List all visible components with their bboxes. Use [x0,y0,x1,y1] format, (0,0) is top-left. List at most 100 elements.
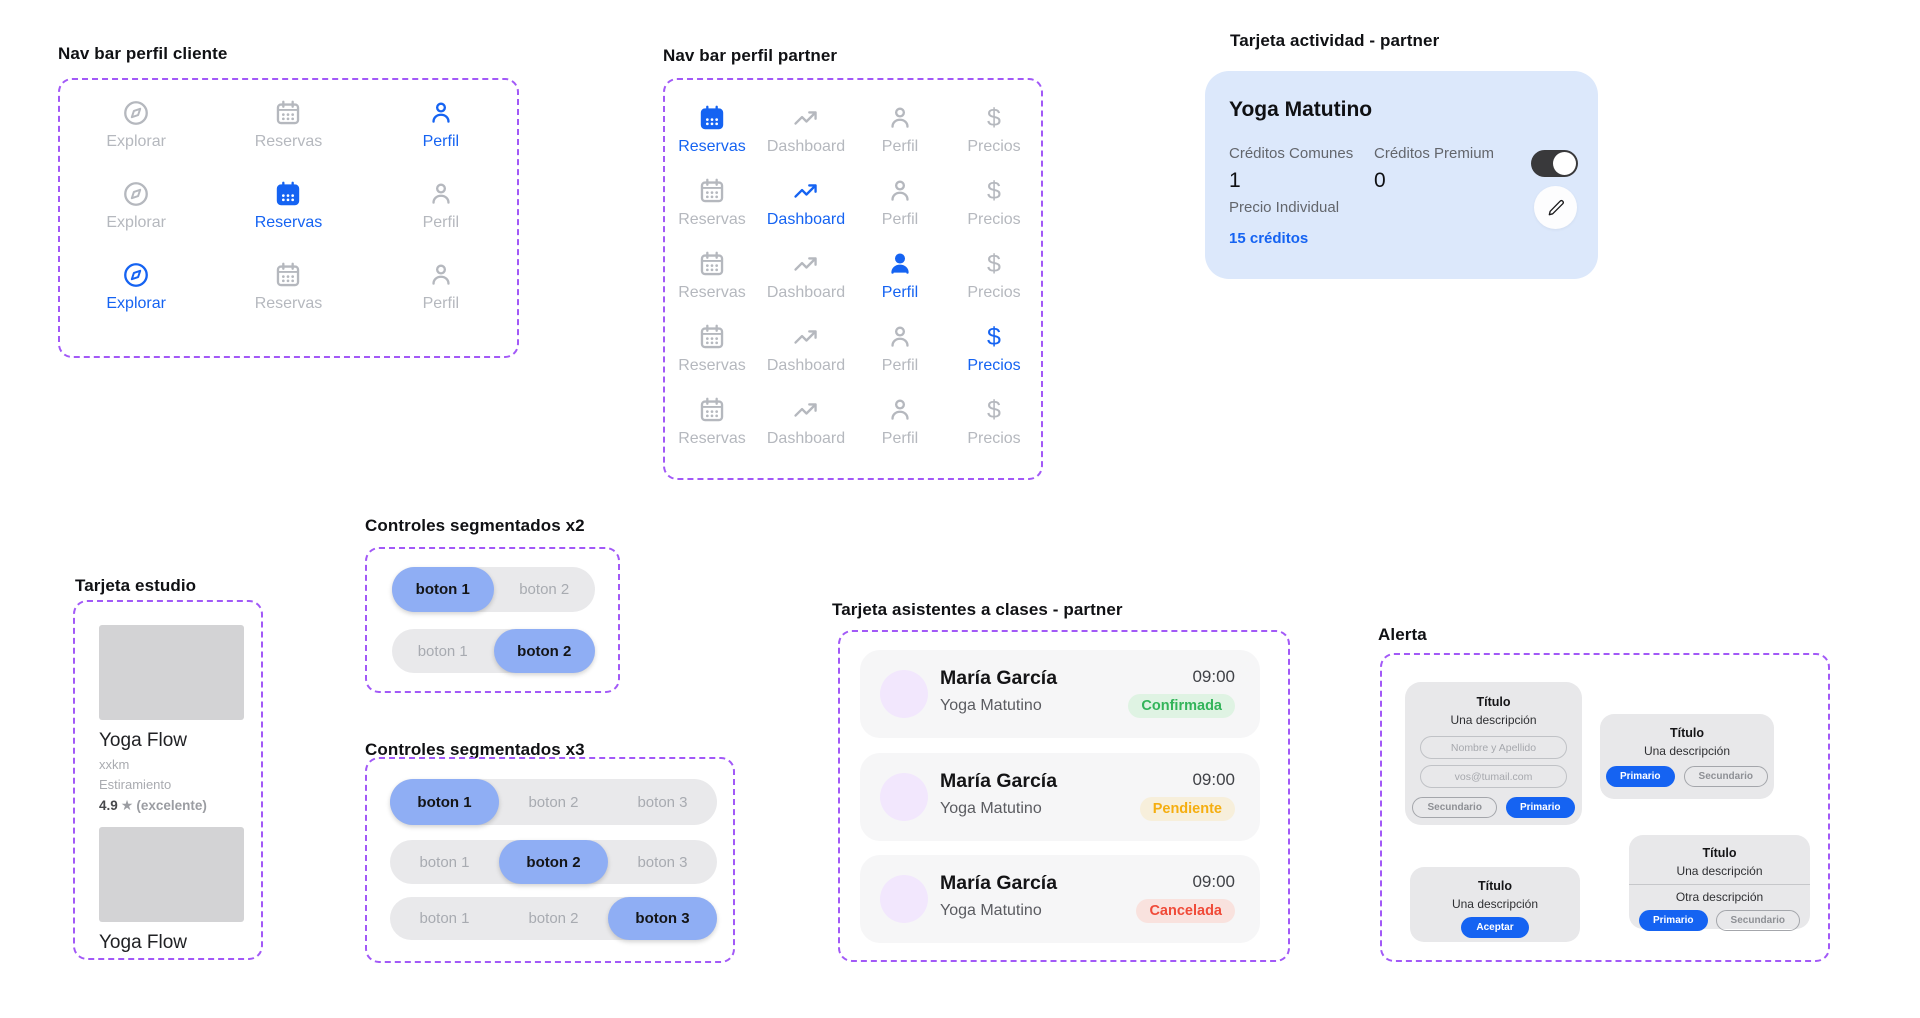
edit-button[interactable] [1534,186,1577,229]
calendar-icon [274,261,302,289]
secondary-button[interactable]: Secundario [1412,797,1497,818]
nav-item-label: Dashboard [766,138,846,156]
credits-link[interactable]: 15 créditos [1229,230,1309,247]
nav-item-precios[interactable]: $ Precios [967,250,1020,302]
primary-button[interactable]: Primario [1505,797,1575,818]
primary-button[interactable]: Primario [1605,766,1675,787]
alerts-box: Título Una descripción Secundario Primar… [1380,653,1830,962]
alert-description-2: Otra descripción [1675,890,1764,904]
nav-item-dashboard[interactable]: Dashboard [767,104,845,156]
section-title: Nav bar perfil partner [663,46,838,65]
nav-item-reservas[interactable]: Reservas [678,177,746,229]
segment-button-1[interactable]: boton 1 [419,910,470,927]
nav-item-perfil[interactable]: Perfil [423,180,459,232]
nav-item-label: Reservas [254,295,323,313]
nav-item-label: Perfil [881,356,919,374]
accept-button[interactable]: Aceptar [1461,917,1529,938]
segment-button-1[interactable]: boton 1 [417,642,468,660]
nav-item-dashboard[interactable]: Dashboard [767,323,845,375]
segment-button-3[interactable]: boton 3 [637,853,688,871]
segment-button-2[interactable]: boton 2 [519,581,570,598]
segmented-control: boton 1 boton 2 [392,629,595,673]
activity-card-section: Tarjeta actividad - partner Yoga Matutin… [1205,31,1630,279]
attendee-row[interactable]: María García Yoga Matutino 09:00 Pendien… [860,753,1260,841]
nav-item-dashboard[interactable]: Dashboard [767,396,845,448]
nav-item-reservas[interactable]: Reservas [678,323,746,375]
nav-item-label: Perfil [422,295,460,313]
nav-item-reservas[interactable]: Reservas [678,104,746,156]
nav-item-explorar[interactable]: Explorar [106,180,166,232]
nav-item-reservas[interactable]: Reservas [254,261,323,313]
person-icon [886,323,914,351]
alert-description: Una descripción [1450,713,1537,727]
studio-listing[interactable]: Yoga Flow xxkm Estiramiento 4.9 ★ (excel… [99,625,244,814]
nav-item-explorar[interactable]: Explorar [106,99,166,151]
person-icon [427,261,455,289]
nav-item-perfil[interactable]: Perfil [882,396,918,448]
nav-item-label: Perfil [422,132,460,150]
segment-button-3[interactable]: boton 3 [637,793,688,811]
nav-item-perfil[interactable]: Perfil [882,250,918,302]
nav-item-reservas[interactable]: Reservas [255,99,322,151]
nav-item-reservas[interactable]: Reservas [678,250,746,302]
segment-button-2[interactable]: boton 2 [499,840,608,884]
segment-button-3[interactable]: boton 3 [608,897,717,940]
nav-item-label: Dashboard [766,283,846,301]
name-input[interactable] [1420,736,1567,759]
segmented-control: boton 1 boton 2 boton 3 [390,897,717,940]
attendee-name: María García [940,667,1058,689]
person-icon [427,180,455,208]
nav-item-label: Precios [967,211,1021,229]
nav-item-label: Reservas [678,356,746,374]
studio-distance: xxkm [99,757,130,772]
calendar-icon [698,104,726,132]
nav-item-reservas[interactable]: Reservas [255,180,322,232]
studio-card-box: Yoga Flow xxkm Estiramiento 4.9 ★ (excel… [73,600,263,960]
attendee-row[interactable]: María García Yoga Matutino 09:00 Confirm… [860,650,1260,738]
email-input[interactable] [1420,765,1567,788]
credits-common-value: 1 [1229,169,1241,192]
segment-button-1[interactable]: boton 1 [390,779,499,825]
nav-item-label: Precios [967,429,1021,447]
nav-item-reservas[interactable]: Reservas [678,396,746,448]
nav-item-precios[interactable]: $ Precios [967,396,1020,448]
nav-item-perfil[interactable]: Perfil [882,323,918,375]
segment-button-2[interactable]: boton 2 [493,629,595,673]
nav-item-perfil[interactable]: Perfil [423,99,459,151]
nav-item-perfil[interactable]: Perfil [882,177,918,229]
toggle-knob [1553,152,1576,175]
nav-item-perfil[interactable]: Perfil [882,104,918,156]
studio-listing[interactable]: Yoga Flow [99,827,244,954]
secondary-button[interactable]: Secundario [1683,766,1769,787]
nav-item-precios[interactable]: $ Precios [967,177,1020,229]
nav-item-explorar[interactable]: Explorar [106,261,166,313]
activity-toggle[interactable] [1531,150,1578,177]
nav-item-label: Perfil [881,138,919,156]
nav-item-dashboard[interactable]: Dashboard [767,250,845,302]
avatar [880,670,928,718]
attendee-row[interactable]: María García Yoga Matutino 09:00 Cancela… [860,855,1260,943]
calendar-icon [698,250,726,278]
nav-item-dashboard[interactable]: Dashboard [767,177,845,229]
segmented-control: boton 1 boton 2 [392,567,595,612]
nav-item-perfil[interactable]: Perfil [423,261,459,313]
nav-item-label: Reservas [678,283,746,301]
two-button-alert-dialog: Título Una descripción Primario Secundar… [1600,714,1774,799]
primary-button[interactable]: Primario [1638,910,1708,931]
nav-item-precios[interactable]: $ Precios [967,104,1020,156]
section-title: Controles segmentados x3 [365,740,585,759]
nav-item-label: Dashboard [766,211,846,229]
dollar-icon: $ [987,177,1001,206]
nav-item-label: Dashboard [766,356,846,374]
avatar [880,773,928,821]
secondary-button[interactable]: Secundario [1715,910,1801,931]
alert-description: Una descripción [1676,864,1763,878]
segment-button-1[interactable]: boton 1 [419,853,470,871]
segment-button-1[interactable]: boton 1 [392,567,494,612]
segment-button-2[interactable]: boton 2 [528,910,579,927]
trending-up-icon [792,323,820,351]
nav-item-precios[interactable]: $ Precios [967,323,1020,375]
calendar-icon [698,177,726,205]
segment-button-2[interactable]: boton 2 [528,793,579,811]
segmented-x2-section: Controles segmentados x2 boton 1 boton 2… [365,516,625,693]
